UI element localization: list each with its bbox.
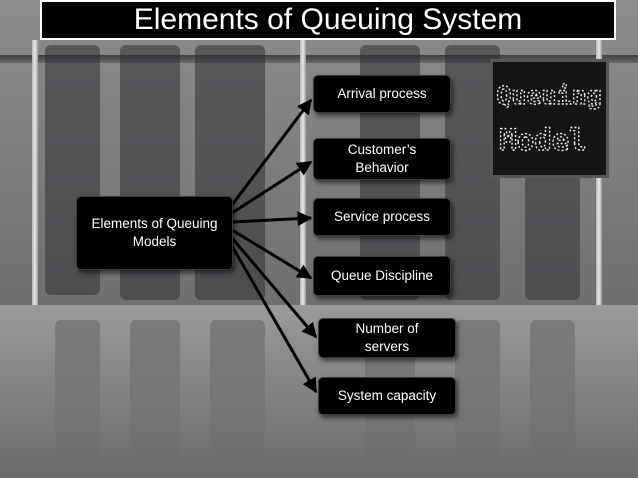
logo-artwork: Queuing Model xyxy=(496,80,603,157)
queuing-model-logo-icon: Queuing Model xyxy=(490,59,609,178)
person-reflection xyxy=(530,320,575,470)
barrier-post xyxy=(32,40,38,305)
node-customers-behavior: Customer’s Behavior xyxy=(313,138,451,180)
queue-barrier-rail xyxy=(0,55,638,63)
person-silhouette xyxy=(525,175,580,300)
logo-line-2: Model xyxy=(499,123,586,157)
node-queue-discipline: Queue Discipline xyxy=(313,256,451,296)
node-number-of-servers: Number of servers xyxy=(318,318,456,358)
arrow-to-arrival-process xyxy=(230,98,313,206)
slide-title-box: Elements of Queuing System xyxy=(40,0,616,40)
person-reflection xyxy=(455,320,500,470)
source-node-elements-of-queuing-models: Elements of Queuing Models xyxy=(76,196,233,270)
person-reflection xyxy=(210,320,265,470)
node-arrival-process: Arrival process xyxy=(313,75,451,113)
slide-title: Elements of Queuing System xyxy=(133,3,523,36)
arrow-to-customers-behavior xyxy=(231,160,313,215)
arrow-to-system-capacity xyxy=(230,245,318,394)
arrow-to-number-of-servers xyxy=(230,237,318,339)
node-system-capacity: System capacity xyxy=(318,377,456,415)
arrow-to-queue-discipline xyxy=(231,228,313,280)
logo-line-1: Queuing xyxy=(496,81,601,110)
person-reflection xyxy=(130,320,180,470)
person-reflection xyxy=(55,320,100,470)
arrow-to-service-process xyxy=(231,211,313,227)
node-service-process: Service process xyxy=(313,198,451,236)
